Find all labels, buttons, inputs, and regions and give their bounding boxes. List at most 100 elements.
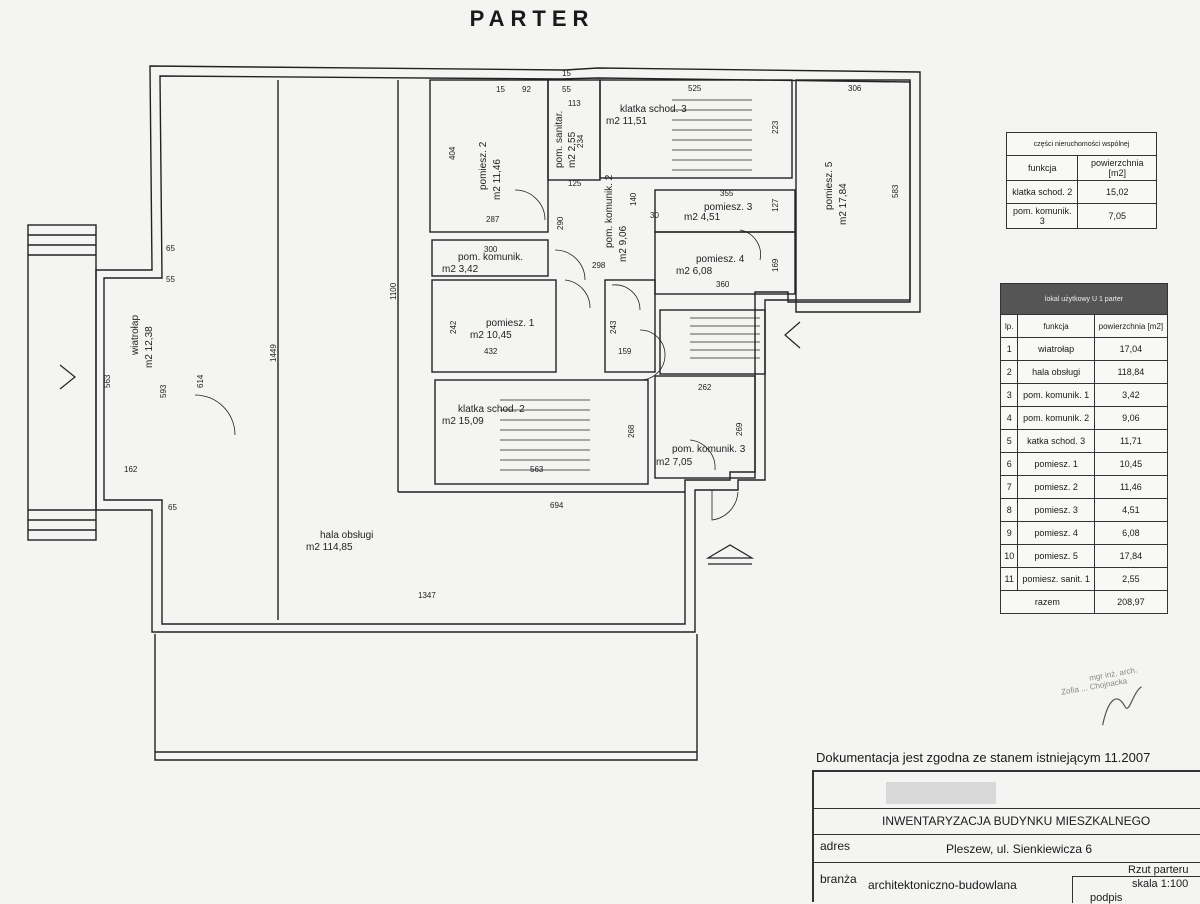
room-pomiesz2-area: m2 11,46 bbox=[492, 159, 503, 200]
dim-label: 287 bbox=[486, 215, 500, 224]
documentation-note: Dokumentacja jest zgodna ze stanem istni… bbox=[816, 750, 1151, 765]
dim-label: 65 bbox=[168, 503, 177, 512]
table-cell: 8 bbox=[999, 498, 1019, 522]
usable-unit-table: lokal użytkowy U 1 parter lp. funkcja po… bbox=[999, 283, 1169, 614]
room-komunik3-area: m2 7,05 bbox=[656, 457, 693, 468]
dim-label: 30 bbox=[650, 211, 659, 220]
dim-label: 432 bbox=[484, 347, 498, 356]
dim-label: 290 bbox=[556, 216, 565, 230]
room-komunik1-name: pom. komunik. bbox=[458, 252, 523, 263]
dim-label: 268 bbox=[627, 424, 636, 438]
room-sanit-area: m2 2,55 bbox=[567, 131, 578, 168]
view-label: Rzut parteru bbox=[1128, 864, 1189, 876]
table-cell: 7 bbox=[999, 475, 1019, 499]
dim-label: 269 bbox=[735, 422, 744, 436]
table-cell: 118,84 bbox=[1093, 360, 1169, 384]
signature-icon bbox=[1102, 686, 1142, 726]
common-col-area: powierzchnia [m2] bbox=[1077, 155, 1157, 181]
room-hala-name: hala obsługi bbox=[320, 530, 373, 541]
table-cell: 5 bbox=[999, 429, 1019, 453]
branch-label: branża bbox=[820, 872, 857, 886]
total-value: 208,97 bbox=[1093, 590, 1169, 614]
room-pomiesz2-name: pomiesz. 2 bbox=[478, 141, 489, 190]
dim-label: 563 bbox=[103, 374, 112, 388]
room-klatka2-area: m2 15,09 bbox=[442, 416, 484, 427]
table-cell: 6,08 bbox=[1093, 521, 1169, 545]
table-cell: 11,71 bbox=[1093, 429, 1169, 453]
address-value: Pleszew, ul. Sienkiewicza 6 bbox=[946, 842, 1093, 856]
dim-label: 140 bbox=[629, 192, 638, 206]
stairs-3 bbox=[672, 99, 752, 171]
table-row: klatka schod. 2 15,02 bbox=[1005, 180, 1157, 204]
table-cell: 9,06 bbox=[1093, 406, 1169, 430]
room-klatka3-area: m2 11,51 bbox=[606, 116, 647, 127]
table-cell: pomiesz. 5 bbox=[1017, 544, 1095, 568]
room-pomiesz3-area: m2 4,51 bbox=[684, 212, 721, 223]
table-cell: pomiesz. 2 bbox=[1017, 475, 1095, 499]
table-cell: pomiesz. sanit. 1 bbox=[1017, 567, 1095, 591]
stairs-2 bbox=[500, 399, 590, 471]
room-pomiesz4-name: pomiesz. 4 bbox=[696, 254, 745, 265]
room-pomiesz3-name: pomiesz. 3 bbox=[704, 202, 753, 213]
dim-label: 1347 bbox=[418, 591, 436, 600]
total-label: razem bbox=[1000, 590, 1095, 614]
dim-label: 1449 bbox=[269, 344, 278, 362]
table-cell: katka schod. 3 bbox=[1017, 429, 1095, 453]
room-klatka2-name: klatka schod. 2 bbox=[458, 404, 525, 415]
dim-label: 614 bbox=[196, 374, 205, 388]
room-hala-area: m2 114,85 bbox=[306, 542, 353, 553]
floor-plan: wiatrołap m2 12,38 hala obsługi m2 114,8… bbox=[27, 65, 921, 761]
dim-label: 162 bbox=[124, 465, 138, 474]
room-pomiesz1-area: m2 10,45 bbox=[470, 330, 512, 341]
room-klatka3-name: klatka schod. 3 bbox=[620, 104, 687, 115]
scale-label: skala 1:100 bbox=[1132, 878, 1189, 890]
table-cell: 11 bbox=[999, 567, 1019, 591]
room-wiatrolap-name: wiatrołap bbox=[130, 315, 141, 356]
dim-label: 65 bbox=[166, 244, 175, 253]
dim-label: 694 bbox=[550, 501, 564, 510]
dim-label: 159 bbox=[618, 347, 632, 356]
table-cell: pom. komunik. 3 bbox=[1005, 203, 1079, 229]
dim-label: 15 bbox=[562, 69, 571, 78]
table-cell: 4,51 bbox=[1093, 498, 1169, 522]
room-wiatrolap-area: m2 12,38 bbox=[144, 326, 155, 368]
common-col-function: funkcja bbox=[1005, 155, 1079, 181]
dim-label: 262 bbox=[698, 383, 712, 392]
dim-label: 1100 bbox=[389, 282, 398, 300]
room-pomiesz4-area: m2 6,08 bbox=[676, 266, 713, 277]
door-swings bbox=[194, 189, 761, 521]
branch-value: architektoniczno-budowlana bbox=[868, 878, 1017, 892]
dim-label: 355 bbox=[720, 189, 734, 198]
table-cell: 3 bbox=[999, 383, 1019, 407]
table-cell: pom. komunik. 2 bbox=[1017, 406, 1095, 430]
table-cell: hala obsługi bbox=[1017, 360, 1095, 384]
dim-label: 243 bbox=[609, 320, 618, 334]
dim-label: 223 bbox=[771, 120, 780, 134]
dim-label: 55 bbox=[562, 85, 571, 94]
room-pomiesz5-area: m2 17,84 bbox=[838, 183, 849, 225]
dim-label: 127 bbox=[771, 198, 780, 212]
table-cell: pomiesz. 3 bbox=[1017, 498, 1095, 522]
usable-col-area: powierzchnia [m2] bbox=[1093, 314, 1169, 338]
table-cell: 17,04 bbox=[1093, 337, 1169, 361]
dim-label: 242 bbox=[449, 320, 458, 334]
table-cell: 10,45 bbox=[1093, 452, 1169, 476]
table-cell: 15,02 bbox=[1077, 180, 1157, 204]
dim-label: 15 bbox=[496, 85, 505, 94]
table-row: pom. komunik. 3 7,05 bbox=[1005, 203, 1157, 229]
table-cell: 10 bbox=[999, 544, 1019, 568]
dim-label: 525 bbox=[688, 84, 702, 93]
address-label: adres bbox=[820, 839, 851, 853]
common-parts-table: części nieruchomości wspólnej funkcja po… bbox=[1005, 132, 1157, 229]
dim-label: 306 bbox=[848, 84, 862, 93]
dim-label: 593 bbox=[159, 384, 168, 398]
dim-label: 113 bbox=[568, 99, 581, 108]
usable-col-function: funkcja bbox=[1017, 314, 1095, 338]
usable-table-title: lokal użytkowy U 1 parter bbox=[1000, 283, 1168, 315]
